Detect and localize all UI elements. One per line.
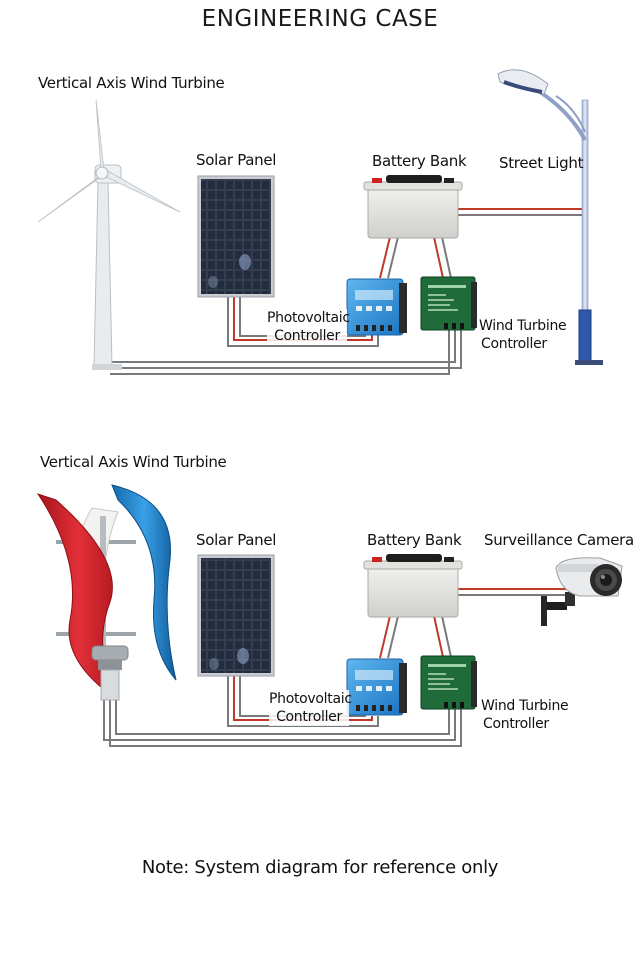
- case1-wind-controller-label: Wind Turbine Controller: [479, 317, 567, 353]
- case2-wiring: [103, 588, 566, 747]
- wind-controller-icon: [420, 276, 477, 331]
- case2-turbine-label: Vertical Axis Wind Turbine: [40, 453, 227, 471]
- case1-load-label: Street Light: [499, 154, 584, 172]
- case1-pv-controller-label-line2: Controller: [274, 328, 340, 344]
- battery-icon: [363, 554, 463, 618]
- case1-turbine-label: Vertical Axis Wind Turbine: [38, 74, 225, 92]
- battery-icon: [363, 175, 463, 239]
- case1-pv-controller-label: Photovoltaic Controller: [267, 309, 350, 345]
- case2-load-label: Surveillance Camera: [484, 531, 634, 549]
- case2-battery-label: Battery Bank: [367, 531, 462, 549]
- wind-controller-icon: [420, 655, 477, 710]
- case2-wind-controller-label-line2: Controller: [483, 716, 549, 732]
- pv-controller-icon: [346, 658, 407, 716]
- horizontal-blade-turbine-icon: [37, 99, 181, 370]
- pv-controller-icon: [346, 278, 407, 336]
- case1-wind-controller-label-line2: Controller: [481, 336, 547, 352]
- solar-panel-icon: [197, 554, 275, 677]
- case2-wind-controller-label-line1: Wind Turbine: [481, 698, 569, 714]
- solar-panel-icon: [197, 175, 275, 298]
- case2-diagram: [36, 484, 623, 747]
- page-title: ENGINEERING CASE: [201, 6, 439, 32]
- case1-pv-controller-label-line1: Photovoltaic: [267, 310, 350, 326]
- street-light-icon: [497, 69, 603, 365]
- case1-wiring: [110, 208, 585, 375]
- footnote: Note: System diagram for reference only: [141, 857, 499, 878]
- vertical-axis-turbine-icon: [36, 484, 177, 701]
- case1-wind-controller-label-line1: Wind Turbine: [479, 318, 567, 334]
- case2-pv-controller-label-line1: Photovoltaic: [269, 691, 352, 707]
- case1-solar-label: Solar Panel: [196, 151, 277, 169]
- case1-diagram: [37, 69, 603, 375]
- case2-pv-controller-label-line2: Controller: [276, 709, 342, 725]
- surveillance-camera-icon: [541, 557, 623, 626]
- case2-pv-controller-label: Photovoltaic Controller: [269, 690, 352, 726]
- case2-solar-label: Solar Panel: [196, 531, 277, 549]
- case2-wind-controller-label: Wind Turbine Controller: [481, 697, 569, 733]
- case1-battery-label: Battery Bank: [372, 152, 467, 170]
